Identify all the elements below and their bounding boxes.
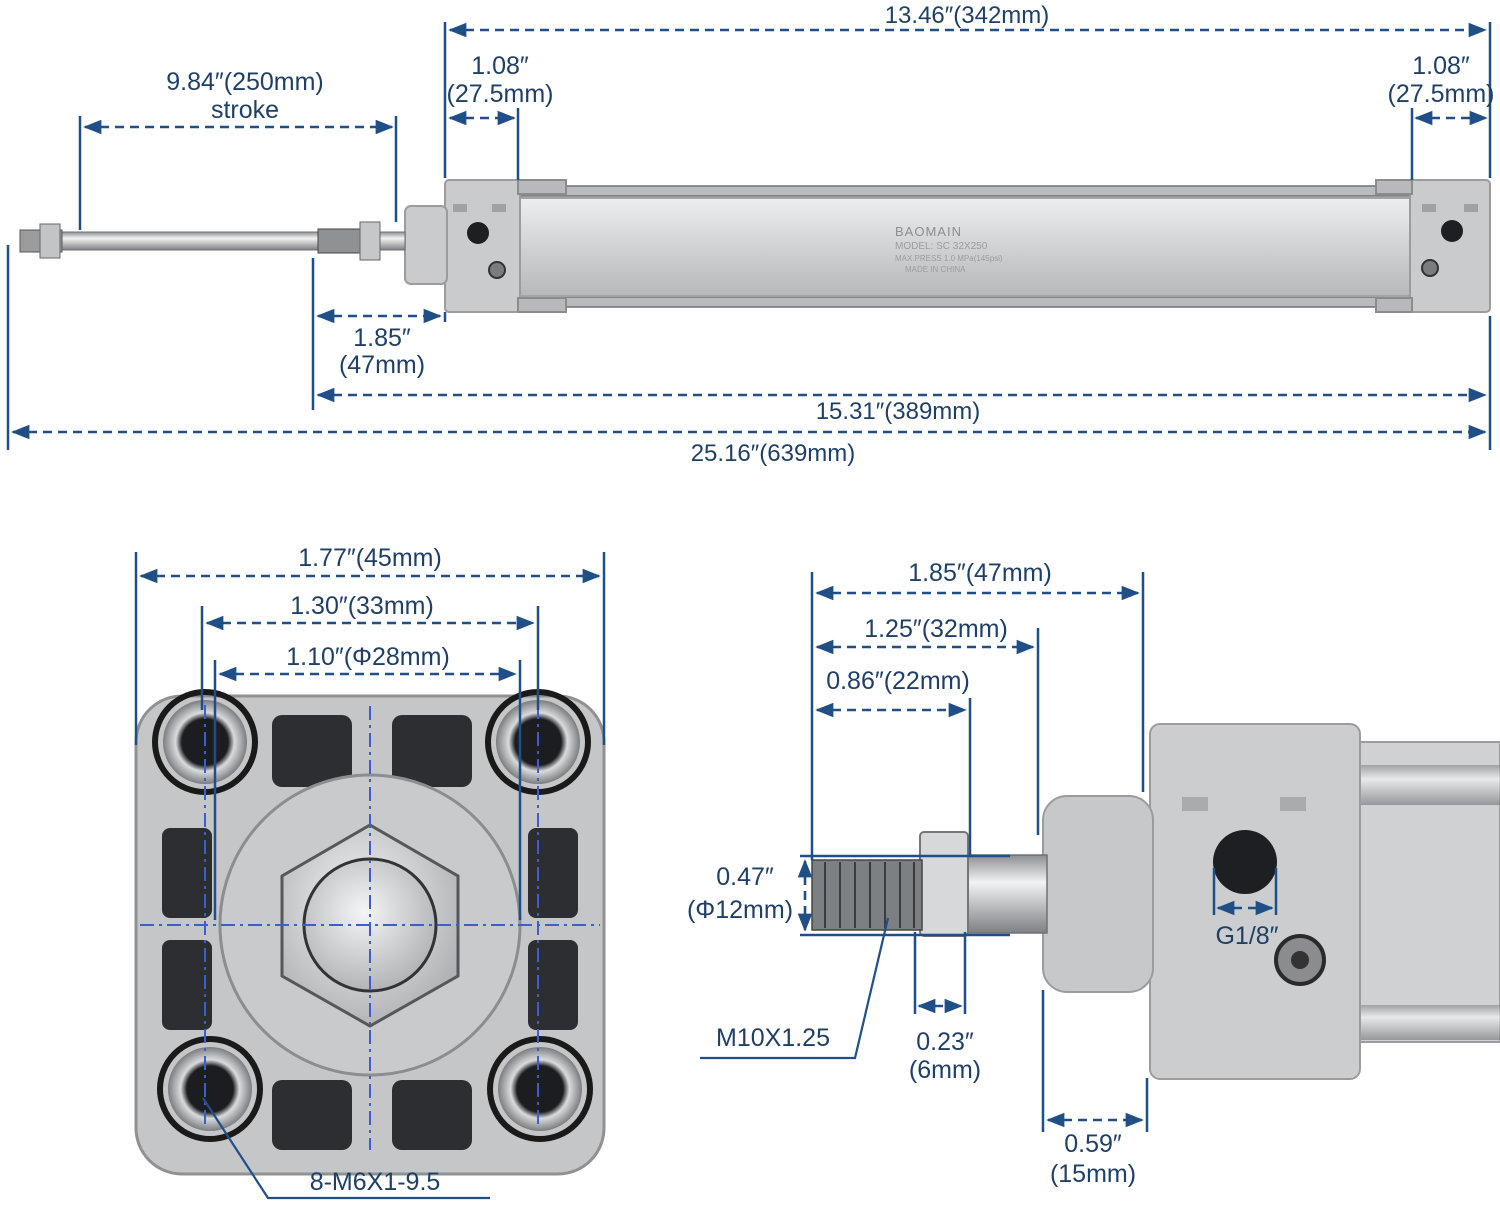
dim-thread-length: 0.86″(22mm) bbox=[826, 667, 970, 695]
pocket bbox=[392, 715, 472, 787]
pressure-label: MAX.PRESS 1.0 MPa(145psi) bbox=[895, 254, 1003, 263]
dim-bolt-spacing: 1.30″(33mm) bbox=[290, 592, 434, 620]
front-end-cap bbox=[444, 179, 521, 313]
dim-port: G1/8″ bbox=[1215, 922, 1278, 950]
port-mark-icon bbox=[1422, 204, 1436, 212]
port-mark-icon bbox=[453, 204, 467, 212]
model-label: MODEL: SC 32X250 bbox=[895, 241, 988, 252]
bolt-hole-icon bbox=[498, 1047, 582, 1131]
cushion-screw-icon bbox=[488, 261, 506, 279]
dim-overall-body: 13.46″(342mm) bbox=[885, 2, 1050, 29]
origin-label: MADE IN CHINA bbox=[905, 265, 966, 274]
cylinder-side-view: BAOMAIN MODEL: SC 32X250 MAX.PRESS 1.0 M… bbox=[19, 179, 1491, 313]
dim-nut-thickness-mm: (6mm) bbox=[909, 1056, 981, 1084]
pocket bbox=[272, 715, 352, 787]
air-port-icon bbox=[1213, 830, 1277, 894]
tie-rod-top bbox=[519, 185, 1421, 197]
dim-left-cap-inch: 1.08″ bbox=[471, 52, 529, 80]
dim-boss-diameter: 1.10″(Φ28mm) bbox=[286, 643, 450, 671]
rear-cap-flange-bottom bbox=[1375, 297, 1413, 313]
end-view-dimensions: 1.77″(45mm) 1.30″(33mm) 1.10″(Φ28mm) 8-M… bbox=[134, 544, 606, 1200]
rod-nut bbox=[39, 223, 61, 259]
dim-right-cap-inch: 1.08″ bbox=[1412, 52, 1470, 80]
rod-thread-section bbox=[317, 228, 361, 254]
dim-rod-to-face: 1.85″(47mm) bbox=[908, 559, 1052, 587]
cylinder-barrel bbox=[519, 197, 1411, 297]
dim-rod-thread: M10X1.25 bbox=[716, 1024, 830, 1052]
dim-rod-extension-mm: (47mm) bbox=[339, 351, 425, 379]
dim-cap-thickness-inch: 0.59″ bbox=[1064, 1130, 1122, 1158]
rod-end-detail-view bbox=[811, 723, 1500, 1080]
rear-cap-flange bbox=[1375, 179, 1413, 195]
cushion-screw-icon bbox=[1421, 259, 1439, 277]
dim-boss-length: 1.25″(32mm) bbox=[864, 615, 1008, 643]
port-mark-icon bbox=[1464, 204, 1478, 212]
rod-thread-detail bbox=[811, 859, 923, 931]
dim-closed-length: 15.31″(389mm) bbox=[816, 398, 981, 425]
rear-end-cap bbox=[1409, 179, 1491, 313]
dim-end-width: 1.77″(45mm) bbox=[298, 544, 442, 572]
pocket bbox=[392, 1080, 472, 1150]
lock-nut-detail bbox=[919, 831, 969, 937]
dim-rod-extension-inch: 1.85″ bbox=[353, 324, 411, 352]
dim-right-cap-mm: (27.5mm) bbox=[1388, 80, 1495, 108]
front-cap-flange bbox=[517, 179, 567, 195]
brand-label: BAOMAIN bbox=[895, 224, 962, 239]
port-mark-icon bbox=[492, 204, 506, 212]
front-port-hole-icon bbox=[467, 222, 489, 244]
dim-stroke-label: stroke bbox=[211, 96, 279, 124]
pocket bbox=[162, 828, 212, 918]
tie-rod-bottom bbox=[519, 296, 1421, 308]
pocket bbox=[528, 828, 578, 918]
port-mark-icon bbox=[1280, 797, 1306, 811]
dim-left-cap-mm: (27.5mm) bbox=[447, 80, 554, 108]
boss-detail bbox=[1042, 795, 1154, 993]
dim-rod-diameter-inch: 0.47″ bbox=[716, 863, 774, 891]
dim-rod-diameter-mm: (Φ12mm) bbox=[687, 896, 793, 924]
pocket bbox=[162, 940, 212, 1030]
rear-port-hole-icon bbox=[1441, 220, 1463, 242]
pocket bbox=[272, 1080, 352, 1150]
bolt-hole-icon bbox=[168, 1047, 252, 1131]
dim-stroke-value: 9.84″(250mm) bbox=[166, 68, 324, 96]
piston-rod-detail bbox=[964, 854, 1048, 934]
dim-extended-length: 25.16″(639mm) bbox=[691, 440, 856, 467]
front-boss bbox=[404, 205, 448, 285]
cylinder-end-view bbox=[134, 689, 606, 1176]
dim-mount-threads: 8-M6X1-9.5 bbox=[310, 1168, 441, 1196]
front-end-cap-detail bbox=[1149, 723, 1361, 1080]
dim-nut-thickness-inch: 0.23″ bbox=[916, 1028, 974, 1056]
pocket bbox=[528, 940, 578, 1030]
front-cap-flange-bottom bbox=[517, 297, 567, 313]
top-dimensions: 13.46″(342mm) 1.08″ (27.5mm) 1.08″ (27.5… bbox=[6, 2, 1495, 467]
rod-lock-nut bbox=[359, 221, 381, 261]
port-mark-icon bbox=[1182, 797, 1208, 811]
dim-cap-thickness-mm: (15mm) bbox=[1050, 1160, 1136, 1188]
rod-end-dimensions: 1.85″(47mm) 1.25″(32mm) 0.86″(22mm) 0.47… bbox=[687, 559, 1279, 1188]
